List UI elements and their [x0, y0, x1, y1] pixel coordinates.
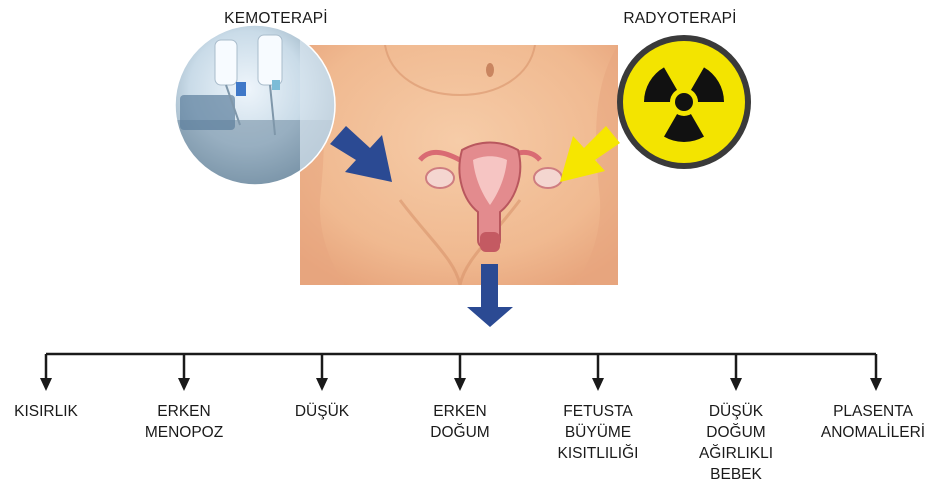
radiation-trefoil-icon [617, 35, 751, 169]
outcome-infertility: KISIRLIK [0, 401, 92, 422]
outcome-preterm-birth: ERKEN DOĞUM [410, 401, 510, 443]
outcome-placental-anomalies: PLASENTA ANOMALİLERİ [808, 401, 938, 443]
outcome-early-menopause: ERKEN MENOPOZ [130, 401, 238, 443]
outcome-low-birth-weight: DÜŞÜK DOĞUM AĞIRLIKLI BEBEK [682, 401, 790, 485]
outcome-arrowheads [40, 378, 882, 391]
outcome-tree [46, 354, 876, 380]
outcome-fetal-growth-restriction: FETUSTA BÜYÜME KISITLILIĞI [540, 401, 656, 464]
outcome-miscarriage: DÜŞÜK [272, 401, 372, 422]
